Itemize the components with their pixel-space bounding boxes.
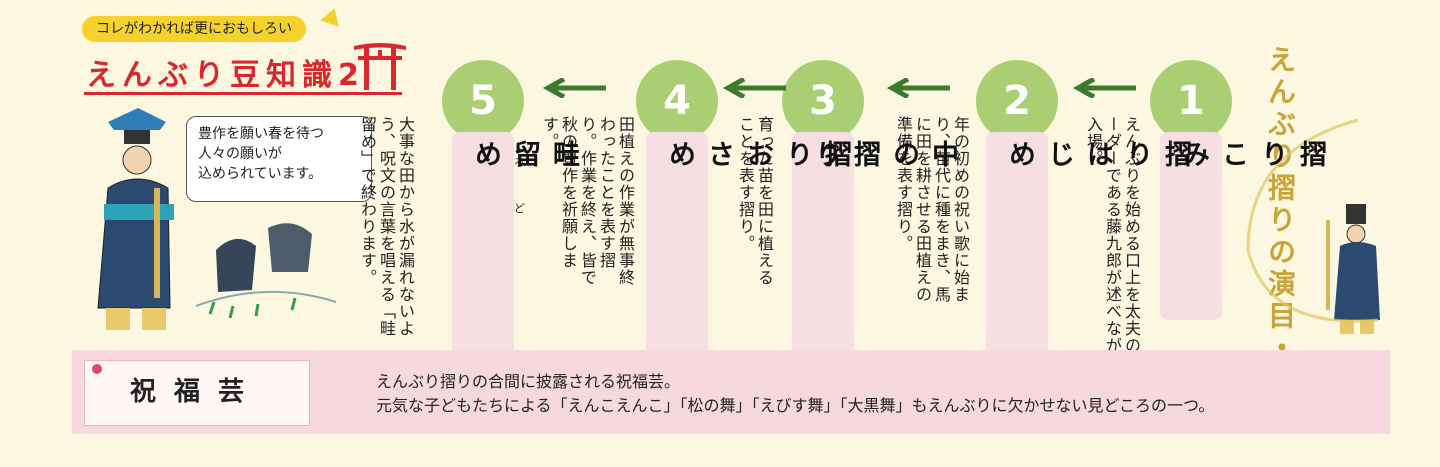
step-3-number: 3 [782, 60, 864, 142]
step-5-ruby-do: ど [514, 202, 525, 215]
title-underline [84, 92, 402, 95]
step-4-number: 4 [636, 60, 718, 142]
step-1-pill [1160, 132, 1222, 320]
subtitle-badge: コレがわかれば更におもしろい [82, 16, 306, 42]
page-title: えんぶり豆知識2 [86, 58, 365, 93]
step-1-title: 摺りこみ [1178, 140, 1326, 175]
step-5-title: 畦留め [470, 140, 579, 191]
step-5-pill [452, 132, 514, 386]
step-1-desc: えんぶりを始める口上を太夫のリーダーである藤九郎が述べながら入場。 [1084, 116, 1141, 371]
rice-planters-illustration [196, 223, 336, 319]
step-5-desc: 大事な田から水が漏れないよう、呪文の言葉を唱える「畦留め」で終わります。 [358, 116, 415, 337]
bottom-description: えんぶり摺りの合間に披露される祝福芸。 元気な子どもたちによる「えんこえんこ」「… [376, 372, 1215, 415]
speech-bubble [186, 116, 372, 202]
step-3-pill [792, 132, 854, 356]
step-4-pill [646, 132, 708, 378]
step-2-title: 摺りはじめ [1004, 140, 1191, 175]
gold-swirl-decoration [1246, 118, 1379, 323]
bottom-label: 祝福芸 [129, 377, 262, 407]
badge-sparkle-icon [320, 5, 344, 27]
step-4-title: 摺りおさめ [664, 140, 851, 175]
step-2-pill [986, 132, 1048, 356]
arrow-left-icon [722, 78, 786, 98]
pink-dot-icon [92, 364, 102, 374]
step-2-number: 2 [976, 60, 1058, 142]
step-5-ruby-kuro: くろ [514, 140, 525, 169]
step-2-desc: 年の初めの祝い歌に始まり、苗代に種をまき、馬に田を耕させる田植えの準備を表す摺り… [894, 116, 970, 303]
step-3-title: 中の摺り [810, 140, 958, 175]
step-1-number: 1 [1150, 60, 1232, 142]
arrow-left-icon [886, 78, 950, 98]
step-5-number: 5 [442, 60, 524, 142]
step-3-desc: 育った苗を田に植えることを表す摺り。 [736, 116, 774, 286]
bottom-label-box [84, 360, 310, 426]
arrow-left-icon [542, 78, 606, 98]
right-dancer-illustration [1326, 204, 1380, 334]
speech-bubble-text: 豊作を願い春を待つ 人々の願いが 込められています。 [198, 126, 324, 182]
step-4-desc: 田植えの作業が無事終わったことを表す摺り。作業を終え、皆で秋の豊作を祈願します。 [540, 116, 635, 286]
arrow-left-icon [1072, 78, 1136, 98]
dancer-illustration [97, 108, 174, 330]
torii-gate-icon [354, 43, 406, 90]
